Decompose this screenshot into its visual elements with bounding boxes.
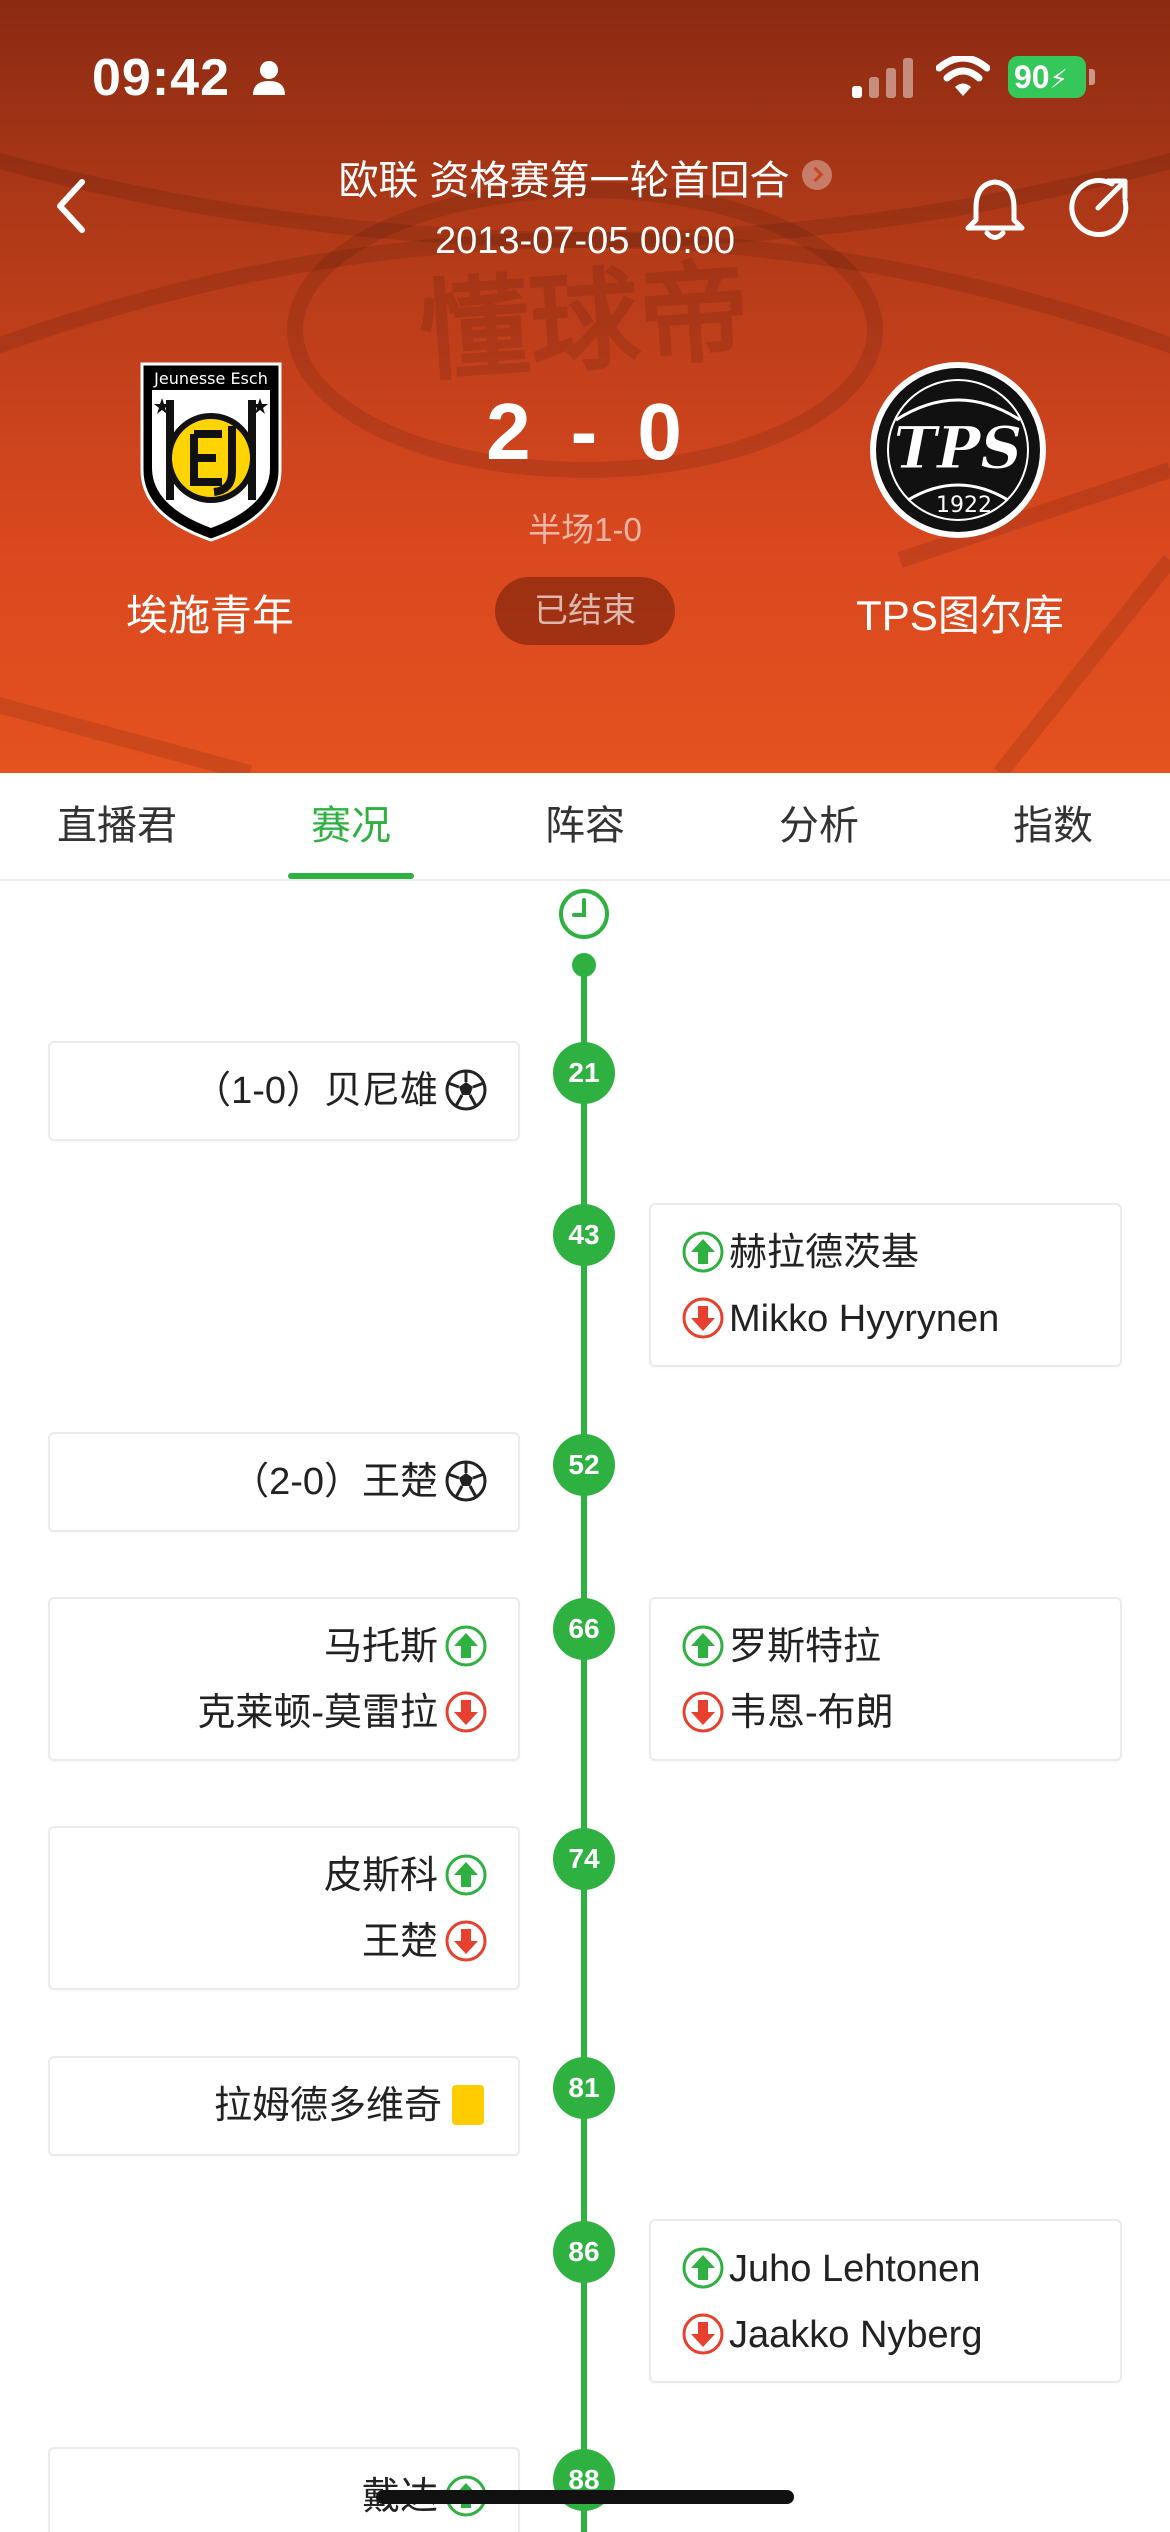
- league-name: 欧联 资格赛第一轮首回合: [338, 159, 790, 203]
- event-card-yellow[interactable]: 拉姆德多维奇: [48, 2056, 520, 2156]
- event-card-substitution[interactable]: 赫拉德茨基 Mikko Hyyrynen: [649, 1203, 1122, 1367]
- yellow-card-icon: [452, 2084, 484, 2125]
- watermark-text: 懂球帝: [415, 247, 753, 398]
- battery-icon: 90⚡: [1008, 56, 1086, 98]
- minute-marker: 86: [553, 2221, 615, 2283]
- football-icon: [445, 1460, 487, 1502]
- sub-in-row: 皮斯科: [50, 1846, 518, 1906]
- match-date: 2013-07-05 00:00: [434, 220, 736, 262]
- arrow-up-icon: [682, 1625, 724, 1667]
- tab-lineup[interactable]: 阵容: [545, 804, 625, 848]
- sub-out-row: 克莱顿-莫雷拉: [50, 1683, 518, 1743]
- event-timeline: 21 （1-0）贝尼雄 43 赫拉德茨基 Mikko Hyyrynen 52 （…: [0, 881, 1170, 2532]
- event-card-substitution[interactable]: 皮斯科 王楚: [48, 1826, 520, 1990]
- score-separator: -: [570, 387, 600, 476]
- home-score: 2: [486, 387, 533, 476]
- home-logo-text: Jeunesse Esch: [153, 369, 268, 388]
- away-team-logo[interactable]: TPS 1922: [868, 360, 1048, 540]
- player-out: Jaakko Nyberg: [729, 2314, 983, 2356]
- minute-marker: 66: [553, 1598, 615, 1660]
- arrow-down-icon: [682, 1691, 724, 1733]
- status-time: 09:42: [92, 49, 230, 107]
- player-in: 马托斯: [323, 1626, 438, 1668]
- battery-level: 90: [1014, 59, 1050, 95]
- arrow-down-icon: [682, 1297, 724, 1339]
- sub-out-row: 韦恩-布朗: [651, 1683, 1120, 1743]
- home-indicator[interactable]: [376, 2490, 794, 2504]
- battery-cap: [1089, 69, 1095, 85]
- tab-match-events[interactable]: 赛况: [234, 773, 468, 879]
- sub-out-row: Jaakko Nyberg: [651, 2305, 1120, 2365]
- event-text: （1-0）贝尼雄: [193, 1070, 438, 1112]
- match-header: 懂球帝 09:42 90⚡ 欧联 资格赛第一轮首回合 2013-07-05 00…: [0, 0, 1170, 773]
- tab-odds[interactable]: 指数: [1013, 804, 1093, 848]
- minute-marker: 52: [553, 1434, 615, 1496]
- arrow-down-icon: [682, 2313, 724, 2355]
- timeline-line: [581, 965, 587, 2532]
- player-in: 罗斯特拉: [729, 1626, 882, 1668]
- sub-in-row: 马托斯: [50, 1617, 518, 1677]
- player-out: 王楚: [361, 1921, 438, 1963]
- status-bar: 09:42 90⚡: [0, 40, 1170, 120]
- home-team-name[interactable]: 埃施青年: [125, 592, 294, 639]
- arrow-down-icon: [445, 1920, 487, 1962]
- event-row: 拉姆德多维奇: [50, 2076, 518, 2136]
- watermark-background: 懂球帝: [0, 152, 1170, 773]
- minute-marker: 21: [553, 1042, 615, 1104]
- event-card-substitution[interactable]: 罗斯特拉 韦恩-布朗: [649, 1597, 1122, 1761]
- tab-analysis[interactable]: 分析: [779, 804, 859, 848]
- clock-icon: [559, 889, 609, 939]
- minute-marker: 81: [553, 2057, 615, 2119]
- sub-out-row: 王楚: [50, 1912, 518, 1972]
- event-card-substitution[interactable]: 戴达: [48, 2447, 520, 2532]
- event-card-goal[interactable]: （1-0）贝尼雄: [48, 1041, 520, 1141]
- arrow-up-icon: [682, 2247, 724, 2289]
- sub-in-row: Juho Lehtonen: [651, 2239, 1120, 2299]
- share-icon[interactable]: [1068, 176, 1130, 238]
- event-text: （2-0）王楚: [231, 1461, 438, 1503]
- event-card-goal[interactable]: （2-0）王楚: [48, 1432, 520, 1532]
- football-icon: [445, 1069, 487, 1111]
- event-text: 拉姆德多维奇: [213, 2085, 442, 2127]
- away-logo-year: 1922: [936, 493, 992, 518]
- arrow-up-icon: [445, 1854, 487, 1896]
- sub-in-row: 罗斯特拉: [651, 1617, 1120, 1677]
- back-arrow-icon[interactable]: [48, 176, 98, 236]
- arrow-up-icon: [445, 1625, 487, 1667]
- minute-marker: 74: [553, 1828, 615, 1890]
- arrow-down-icon: [445, 1691, 487, 1733]
- player-out: 克莱顿-莫雷拉: [197, 1692, 438, 1734]
- player-out: Mikko Hyyrynen: [729, 1298, 1000, 1340]
- player-in: 赫拉德茨基: [729, 1232, 920, 1274]
- league-title[interactable]: 欧联 资格赛第一轮首回合: [0, 148, 1170, 206]
- away-team-name[interactable]: TPS图尔库: [856, 592, 1064, 639]
- arrow-up-icon: [682, 1231, 724, 1273]
- signal-icon: [852, 58, 913, 98]
- sub-out-row: Mikko Hyyrynen: [651, 1289, 1120, 1349]
- tab-live[interactable]: 直播君: [57, 804, 177, 848]
- player-in: 皮斯科: [323, 1855, 438, 1897]
- event-row: （1-0）贝尼雄: [50, 1061, 518, 1121]
- wifi-icon: [936, 56, 990, 96]
- away-score: 0: [637, 387, 684, 476]
- event-row: （2-0）王楚: [50, 1452, 518, 1512]
- person-icon: [253, 61, 285, 95]
- player-in: Juho Lehtonen: [729, 2248, 981, 2290]
- event-card-substitution[interactable]: Juho Lehtonen Jaakko Nyberg: [649, 2219, 1122, 2383]
- sub-in-row: 赫拉德茨基: [651, 1223, 1120, 1283]
- chevron-right-icon: [801, 160, 832, 190]
- timeline-start-dot: [572, 953, 596, 977]
- halftime-score: 半场1-0: [528, 511, 642, 548]
- scoreboard: 2-0: [435, 386, 735, 478]
- event-card-substitution[interactable]: 马托斯 克莱顿-莫雷拉: [48, 1597, 520, 1761]
- bell-icon[interactable]: [964, 176, 1026, 242]
- minute-marker: 43: [553, 1204, 615, 1266]
- player-out: 韦恩-布朗: [729, 1692, 894, 1734]
- match-status-badge: 已结束: [495, 577, 675, 645]
- away-logo-text: TPS: [894, 414, 1023, 482]
- tab-bar: 直播君 赛况 阵容 分析 指数: [0, 773, 1170, 881]
- home-team-logo[interactable]: Jeunesse Esch: [136, 360, 286, 544]
